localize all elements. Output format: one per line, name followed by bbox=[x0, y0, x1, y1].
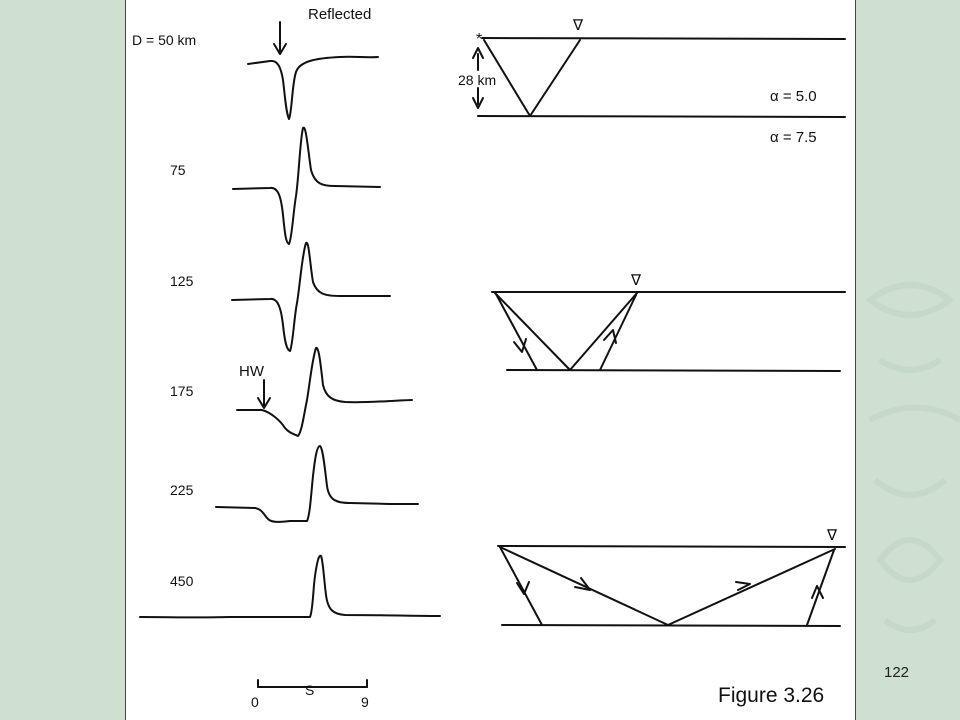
ray-arrow-icon bbox=[574, 577, 591, 591]
seismogram-trace bbox=[247, 55, 379, 120]
seismogram-trace bbox=[236, 346, 413, 437]
ray-arrow-icon bbox=[735, 581, 751, 591]
trace-label: 450 bbox=[170, 573, 194, 589]
figure-caption: Figure 3.26 bbox=[718, 684, 825, 707]
hw-arrow-icon bbox=[257, 397, 271, 409]
ray-arrow-icon bbox=[603, 329, 617, 344]
page-number: 122 bbox=[884, 664, 910, 681]
trace-label: D = 50 km bbox=[132, 32, 196, 48]
receiver-icon: ∇ bbox=[630, 272, 642, 289]
ray-arrow-icon bbox=[513, 338, 527, 353]
timescale-end: 9 bbox=[361, 694, 369, 710]
reflected-arrow-icon bbox=[273, 43, 287, 55]
receiver-icon: ∇ bbox=[572, 17, 584, 34]
timescale-bar bbox=[257, 679, 368, 688]
reflected-label: Reflected bbox=[308, 6, 371, 23]
lower-velocity-label: α = 7.5 bbox=[770, 129, 817, 146]
ray-diagram-headwave bbox=[497, 545, 846, 627]
trace-label: 125 bbox=[170, 273, 194, 289]
depth-arrow-up-icon bbox=[472, 47, 484, 59]
ray-diagram-reflected bbox=[491, 291, 846, 372]
depth-label: 28 km bbox=[458, 72, 496, 88]
seismogram-trace bbox=[139, 554, 441, 619]
ray-arrow-icon bbox=[516, 581, 530, 595]
ray-arrow-icon bbox=[811, 585, 824, 599]
hw-label: HW bbox=[239, 363, 265, 380]
trace-label: 225 bbox=[170, 482, 194, 498]
seismogram-trace bbox=[231, 241, 391, 352]
timescale-start: 0 bbox=[251, 694, 259, 710]
receiver-icon: ∇ bbox=[826, 527, 838, 544]
timescale-unit: S bbox=[305, 682, 314, 698]
source-star-icon: * bbox=[476, 31, 482, 48]
depth-arrow-down-icon bbox=[472, 97, 484, 109]
seismogram-trace bbox=[215, 445, 419, 523]
ray-diagram-direct bbox=[472, 37, 846, 118]
trace-label: 175 bbox=[170, 383, 194, 399]
upper-velocity-label: α = 5.0 bbox=[770, 88, 817, 105]
trace-label: 75 bbox=[170, 162, 186, 178]
figure-panel bbox=[125, 0, 856, 720]
seismogram-trace bbox=[232, 126, 381, 245]
